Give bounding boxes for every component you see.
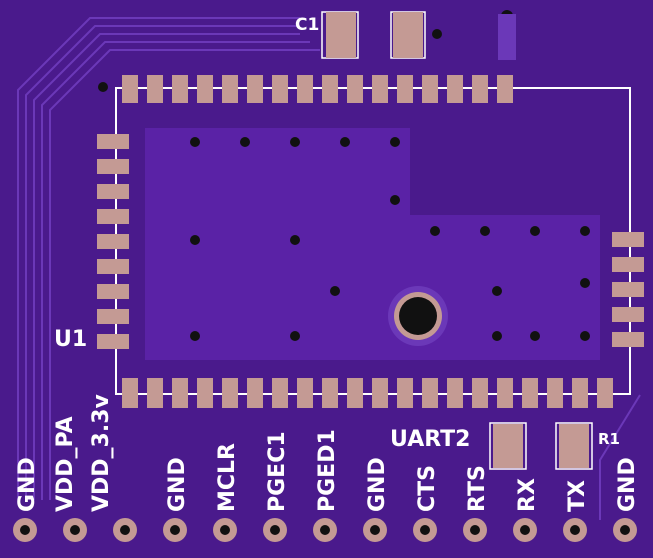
copper-pour — [145, 128, 600, 360]
c1-capacitor — [321, 11, 426, 59]
pin-label: RX — [515, 478, 540, 512]
pin-label: GND — [15, 457, 40, 512]
pin-label: CTS — [415, 465, 440, 512]
vias — [98, 10, 590, 341]
pin-label: VDD_PA — [53, 416, 78, 512]
header-pad — [163, 518, 187, 542]
pin-label: GND — [615, 457, 640, 512]
pin-label: TX — [565, 480, 590, 512]
left-traces — [17, 17, 320, 500]
header-pad — [613, 518, 637, 542]
pin-label: MCLR — [215, 443, 240, 512]
uart2-pads — [489, 422, 593, 470]
u1-label: U1 — [54, 327, 87, 352]
u1-top-pads — [122, 75, 513, 103]
pin-label: GND — [165, 457, 190, 512]
u1-right-pads — [612, 232, 644, 347]
header-pad — [463, 518, 487, 542]
pin-label: PGED1 — [315, 429, 340, 512]
header-pad — [363, 518, 387, 542]
mounting-hole — [388, 286, 448, 346]
header-pad — [563, 518, 587, 542]
header-pads — [13, 518, 637, 542]
header-pad — [313, 518, 337, 542]
header-pin-labels: GND VDD_PA VDD_3.3v GND MCLR PGEC1 PGED1… — [15, 393, 640, 512]
u1-bottom-pads — [122, 378, 613, 408]
pin-label: GND — [365, 457, 390, 512]
header-pad — [413, 518, 437, 542]
top-right-trace — [498, 14, 516, 60]
uart2-label: UART2 — [390, 427, 470, 452]
u1-left-pads — [97, 134, 129, 349]
header-pad — [263, 518, 287, 542]
header-pad — [113, 518, 137, 542]
pin-label: RTS — [465, 465, 490, 512]
header-pad — [213, 518, 237, 542]
right-trace — [599, 394, 641, 520]
header-pad — [513, 518, 537, 542]
c1-label: C1 — [295, 15, 319, 35]
pin-label: VDD_3.3v — [89, 393, 114, 512]
header-pad — [13, 518, 37, 542]
pin-label: PGEC1 — [265, 431, 290, 512]
r1-label: R1 — [598, 430, 620, 448]
header-pad — [63, 518, 87, 542]
